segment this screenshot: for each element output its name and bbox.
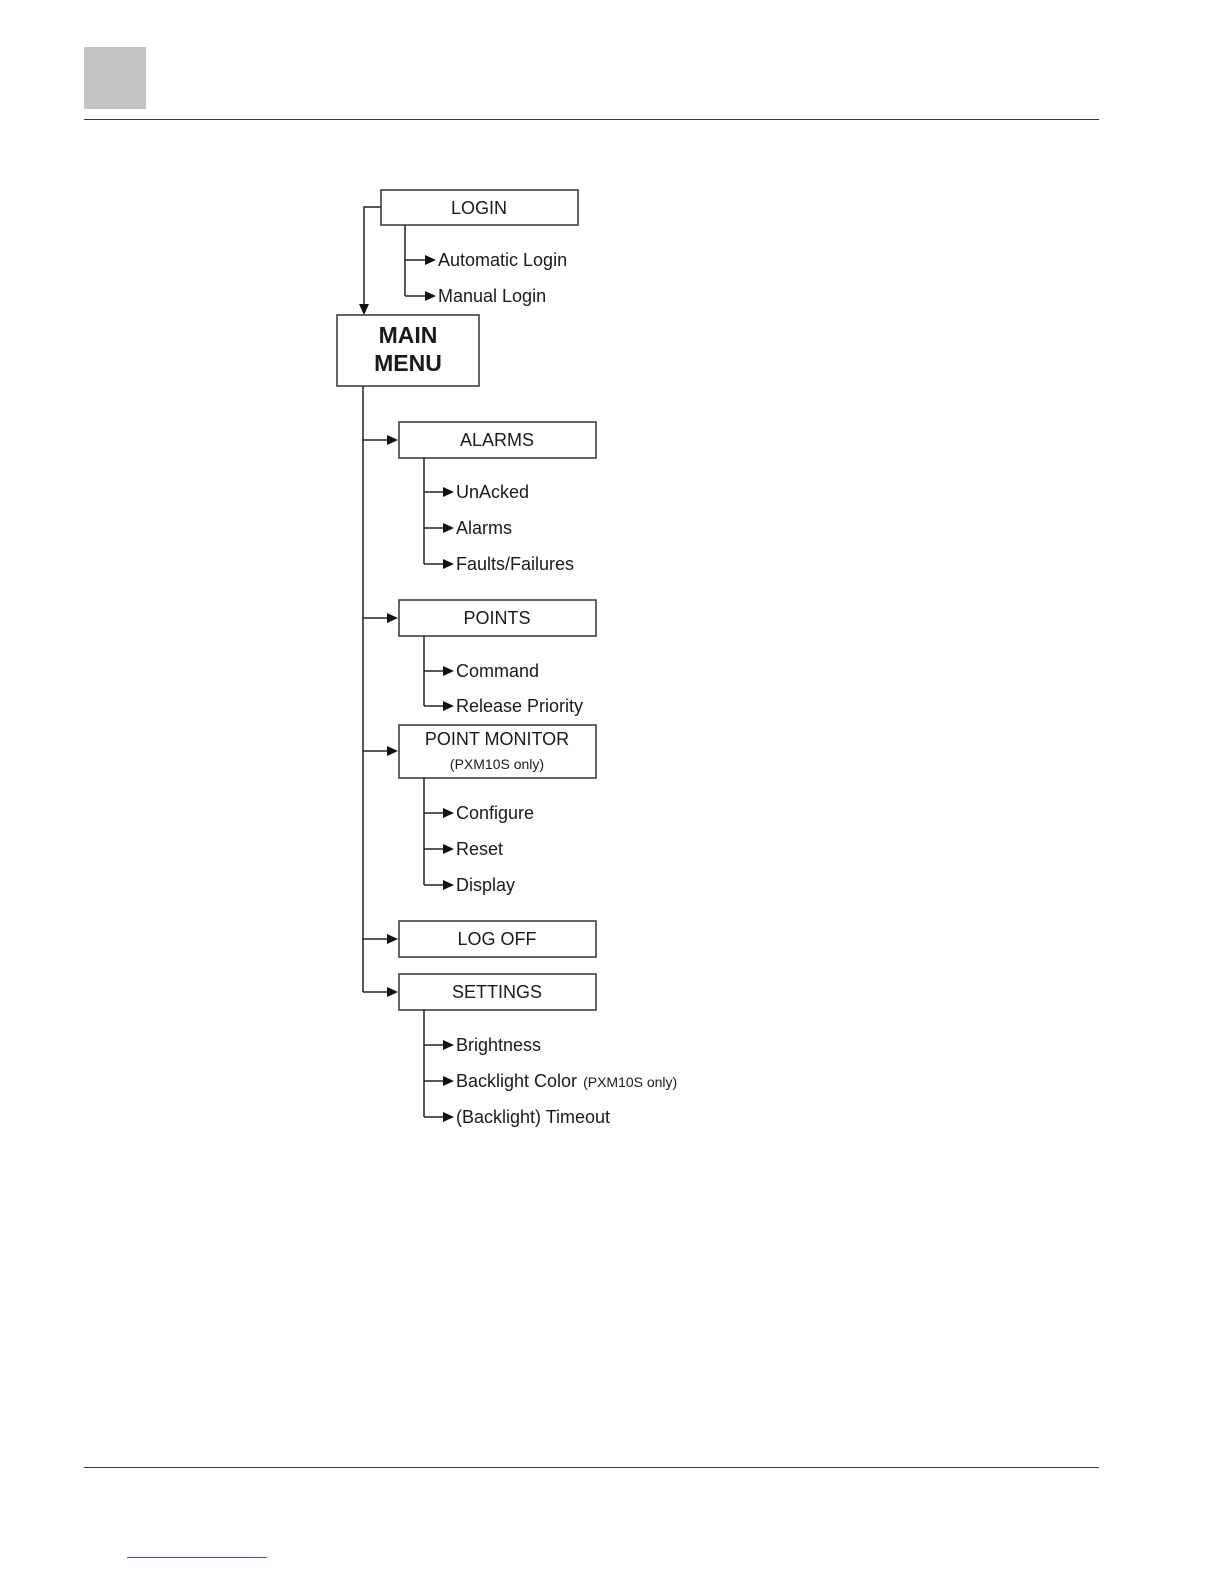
display-arrowhead [443,880,454,890]
automatic-login-item: Automatic Login [438,250,567,270]
login-label: LOGIN [451,198,507,218]
login-to-main-connector [364,207,381,304]
backlight-color-label: Backlight Color [456,1071,577,1091]
point-monitor-node: POINT MONITOR (PXM10S only) [399,725,596,778]
settings-arrowhead [387,987,398,997]
settings-label: SETTINGS [452,982,542,1002]
login-to-main-arrowhead [359,304,369,315]
backlight-color-item: Backlight Color (PXM10S only) [456,1071,677,1091]
manual-login-item: Manual Login [438,286,546,306]
points-arrowhead [387,613,398,623]
brightness-arrowhead [443,1040,454,1050]
release-priority-arrowhead [443,701,454,711]
point-monitor-children: Configure Reset Display [456,803,534,895]
backlight-timeout-item: (Backlight) Timeout [456,1107,610,1127]
points-node: POINTS [399,600,596,636]
footer-rule [84,1467,1099,1468]
faults-failures-item: Faults/Failures [456,554,574,574]
footer-link-underline[interactable] [127,1557,267,1558]
faults-arrowhead [443,559,454,569]
alarms-node: ALARMS [399,422,596,458]
manual-login-arrowhead [425,291,436,301]
configure-arrowhead [443,808,454,818]
brightness-item: Brightness [456,1035,541,1055]
point-monitor-label: POINT MONITOR [425,729,569,749]
configure-item: Configure [456,803,534,823]
backlight-color-arrowhead [443,1076,454,1086]
release-priority-item: Release Priority [456,696,583,716]
reset-arrowhead [443,844,454,854]
main-menu-label-line1: MAIN [379,322,438,348]
display-item: Display [456,875,515,895]
log-off-arrowhead [387,934,398,944]
log-off-label: LOG OFF [457,929,536,949]
login-node: LOGIN [381,190,578,225]
unacked-arrowhead [443,487,454,497]
timeout-arrowhead [443,1112,454,1122]
automatic-login-arrowhead [425,255,436,265]
command-item: Command [456,661,539,681]
main-menu-label-line2: MENU [374,350,442,376]
alarms-label: ALARMS [460,430,534,450]
points-label: POINTS [463,608,530,628]
alarms-item-arrowhead [443,523,454,533]
point-monitor-arrowhead [387,746,398,756]
points-children: Command Release Priority [456,661,583,716]
login-children: Automatic Login Manual Login [438,250,567,306]
alarms-arrowhead [387,435,398,445]
settings-children: Brightness Backlight Color(PXM10S only) … [456,1035,677,1127]
backlight-color-note: (PXM10S only) [583,1074,677,1090]
main-menu-node: MAIN MENU [337,315,479,386]
alarms-item: Alarms [456,518,512,538]
alarms-children: UnAcked Alarms Faults/Failures [456,482,574,574]
unacked-item: UnAcked [456,482,529,502]
point-monitor-note: (PXM10S only) [450,756,544,772]
log-off-node: LOG OFF [399,921,596,957]
settings-node: SETTINGS [399,974,596,1010]
command-arrowhead [443,666,454,676]
reset-item: Reset [456,839,503,859]
